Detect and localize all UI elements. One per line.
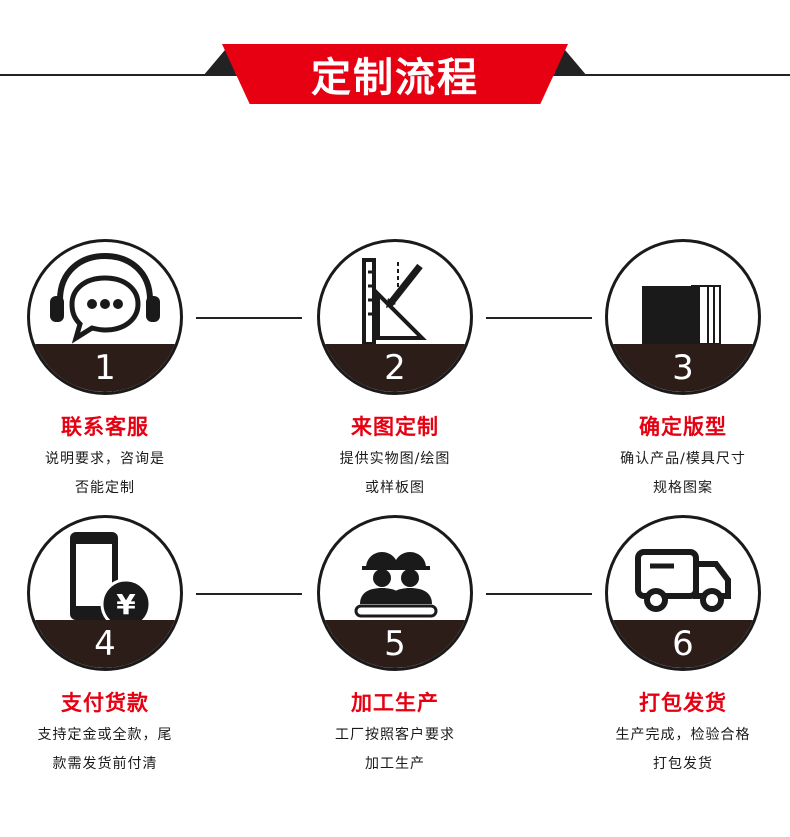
step-number-band	[320, 620, 470, 668]
step-number-band	[30, 344, 180, 392]
step-circle: 4 ¥	[27, 515, 183, 671]
step-number-band	[608, 344, 758, 392]
connector-line	[486, 593, 592, 595]
step-title: 打包发货	[639, 691, 727, 715]
step-number-band	[30, 620, 180, 668]
step-title: 加工生产	[351, 691, 439, 715]
step-circle: 2	[317, 239, 473, 395]
step-number: 5	[384, 624, 406, 664]
step-desc-line1: 支持定金或全款，尾	[37, 727, 173, 743]
customer-service-headset-icon	[50, 252, 160, 344]
step-desc-line2: 或样板图	[365, 480, 425, 496]
step-number-band	[608, 620, 758, 668]
step-circle: 6	[605, 515, 761, 671]
step-desc-line2: 规格图案	[653, 480, 713, 496]
step-number: 3	[672, 348, 694, 388]
step-circle: 5	[317, 515, 473, 671]
step-desc-line1: 工厂按照客户要求	[335, 727, 455, 743]
step-number: 1	[94, 348, 116, 388]
phone-payment-icon: ¥	[70, 532, 152, 620]
step-desc-line2: 打包发货	[653, 756, 713, 772]
stacked-cards-icon	[642, 285, 721, 344]
step-number: 2	[384, 348, 406, 388]
step-number: 4	[94, 624, 116, 664]
step-desc-line1: 说明要求，咨询是	[45, 451, 165, 467]
ruler-pencil-icon	[362, 258, 427, 344]
header-banner: 定制流程	[222, 44, 568, 104]
step-desc-line1: 确认产品/模具尺寸	[620, 451, 746, 467]
step-desc-line2: 加工生产	[365, 756, 425, 772]
svg-text:¥: ¥	[116, 588, 136, 620]
step-desc-line1: 生产完成，检验合格	[615, 727, 751, 743]
page-title: 定制流程	[311, 55, 479, 101]
connector-line	[486, 317, 592, 319]
step-circle: 3	[605, 239, 761, 395]
delivery-truck-icon	[635, 549, 731, 612]
step-desc-line1: 提供实物图/绘图	[339, 451, 451, 467]
connector-line	[196, 593, 302, 595]
step-title: 联系客服	[61, 415, 149, 439]
step-title: 支付货款	[61, 691, 149, 715]
workers-conveyor-icon	[354, 552, 438, 618]
step-circle: 1	[27, 239, 183, 395]
connector-line	[196, 317, 302, 319]
step-desc-line2: 否能定制	[75, 480, 135, 496]
step-title: 确定版型	[639, 415, 727, 439]
step-number: 6	[672, 624, 694, 664]
step-desc-line2: 款需发货前付清	[52, 756, 158, 772]
step-title: 来图定制	[351, 415, 439, 439]
step-number-band	[320, 344, 470, 392]
